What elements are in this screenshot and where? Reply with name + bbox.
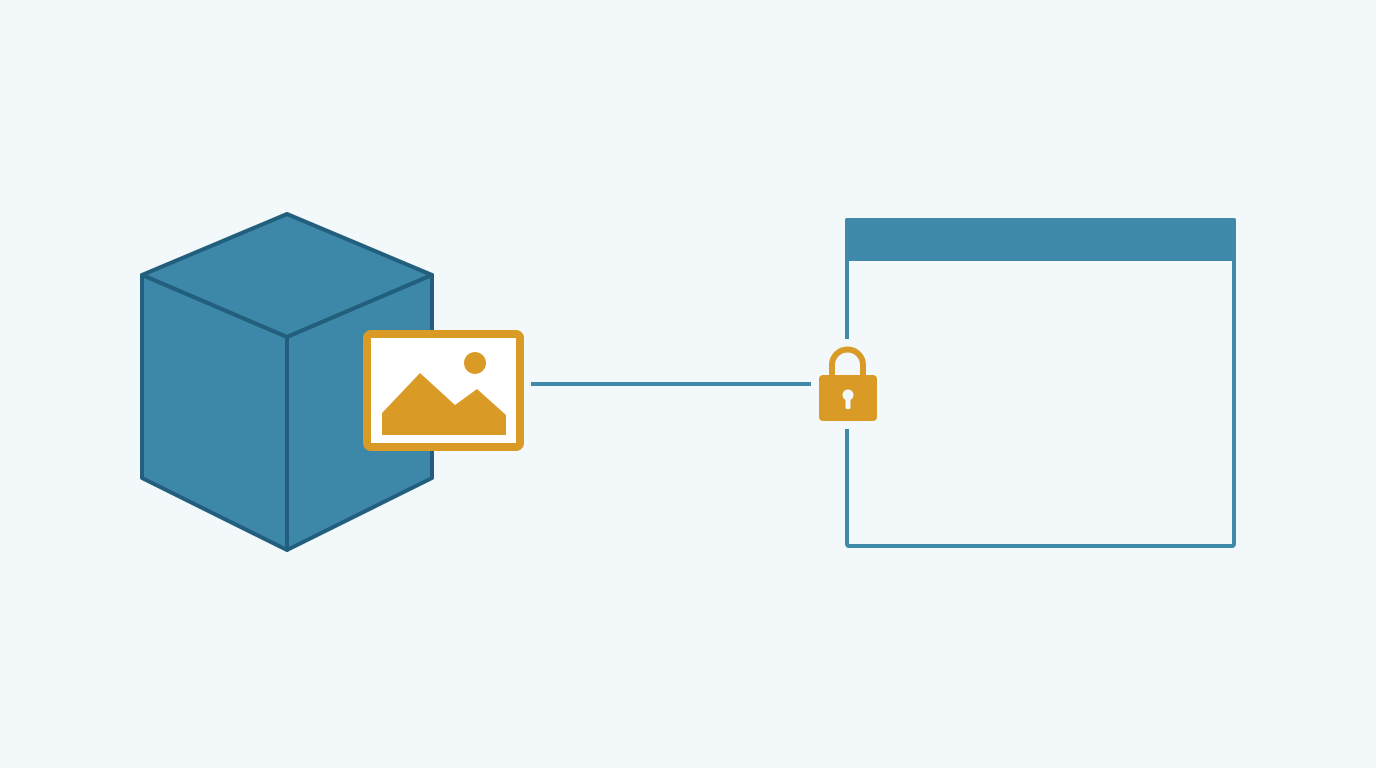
image-icon	[363, 330, 524, 451]
lock-icon	[819, 339, 877, 429]
image-sun	[464, 352, 486, 374]
lock-shackle	[829, 346, 866, 378]
lock-keyhole-top	[842, 389, 854, 401]
lock-keyhole-slot	[845, 396, 851, 409]
image-mountains	[382, 373, 506, 435]
window-frame	[845, 218, 1236, 548]
browser-window-icon	[845, 218, 1236, 548]
window-title-bar	[845, 218, 1236, 261]
